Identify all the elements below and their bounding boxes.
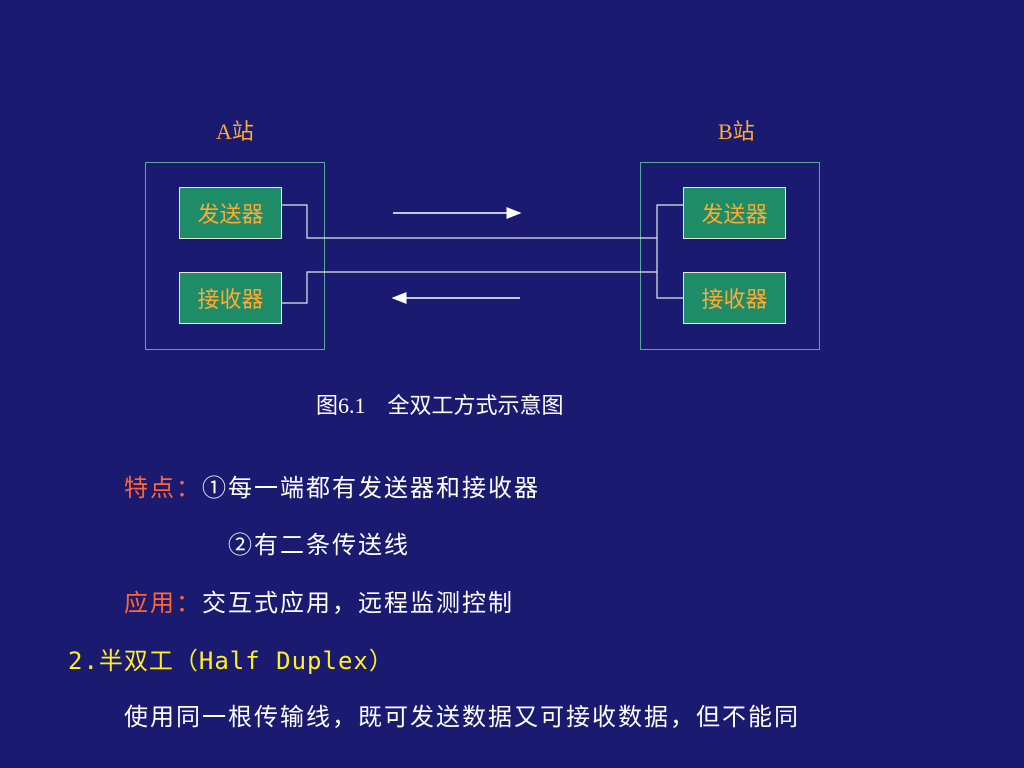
last-line: 使用同一根传输线，既可发送数据又可接收数据，但不能同 [124,703,800,731]
station-a-frame [145,162,325,350]
line-b-sender-to-a-receiver [656,204,683,238]
connection-diagram [282,204,683,304]
features-label: 特点： [124,474,202,502]
b-receiver-label: 接收器 [701,288,768,313]
a-receiver-label: 接收器 [197,288,264,313]
line-return [282,271,657,304]
feature-1: ①每一端都有发送器和接收器 [202,474,540,502]
a-sender-box: 发送器 [179,187,282,239]
station-b-label: B站 [718,119,755,144]
a-sender-label: 发送器 [197,203,264,228]
line-a-sender-to-b-receiver [282,204,683,299]
station-b-frame [640,162,820,350]
b-sender-label: 发送器 [701,203,768,228]
a-receiver-box: 接收器 [179,272,282,324]
usage-label: 应用： [124,589,202,617]
station-a-label: A站 [216,119,254,144]
b-sender-box: 发送器 [683,187,786,239]
figure-caption: 图6.1 全双工方式示意图 [316,393,564,418]
usage-text: 交互式应用，远程监测控制 [202,589,514,617]
features-line-1: 特点：①每一端都有发送器和接收器 [124,468,540,503]
usage-line: 应用：交互式应用，远程监测控制 [124,583,514,618]
section-heading: 2.半双工（Half Duplex） [68,647,394,675]
feature-2: ②有二条传送线 [228,531,410,559]
b-receiver-box: 接收器 [683,272,786,324]
